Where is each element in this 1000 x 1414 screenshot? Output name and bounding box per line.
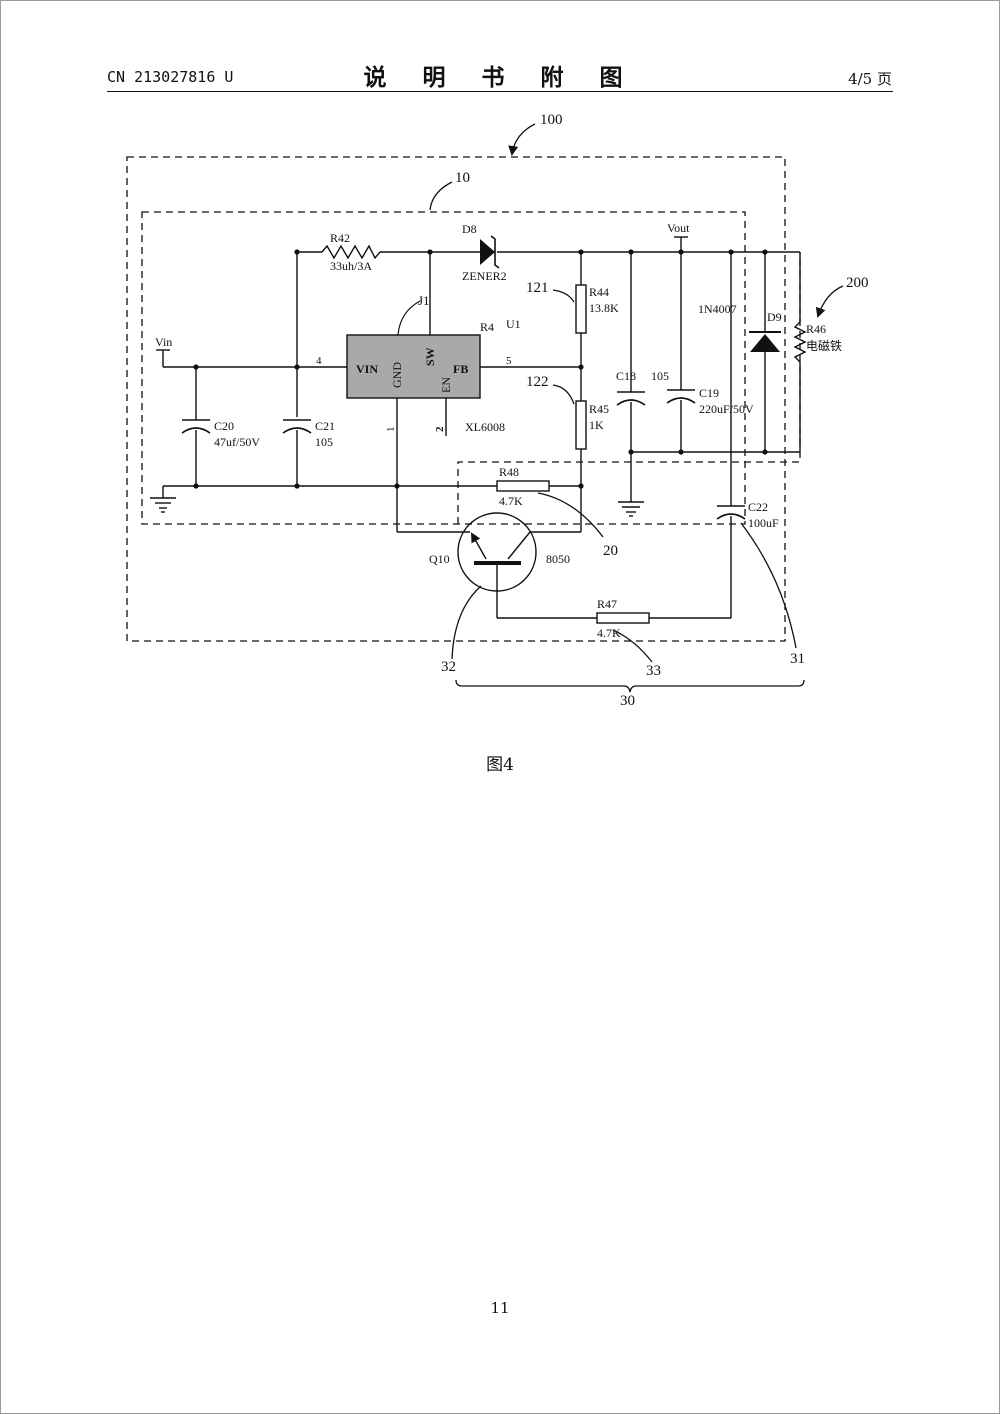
- ref-label-10: 10: [455, 170, 470, 186]
- circuit-schematic: R42 33uh/3A D8 ZENER2 Vout Vin VIN FB GN…: [126, 112, 869, 709]
- capacitor-c20: [181, 419, 211, 434]
- junction-dots: [193, 249, 768, 489]
- d9-part: 1N4007: [698, 302, 737, 316]
- ref-label-200: 200: [846, 275, 869, 291]
- inductor-r42: [321, 244, 381, 260]
- page-number: 11: [490, 1299, 510, 1317]
- pin-4-label: 4: [316, 355, 322, 367]
- c20-value: 47uf/50V: [214, 435, 260, 449]
- capacitor-c19: [666, 389, 696, 404]
- module-100-boundary: [126, 156, 786, 642]
- ref-label-100: 100: [540, 112, 563, 128]
- d9-name: D9: [767, 310, 782, 324]
- ref-label-32: 32: [441, 659, 456, 675]
- c19-name: C19: [699, 386, 719, 400]
- pin-gnd-label: GND: [390, 362, 404, 388]
- figure-caption: 图4: [486, 755, 514, 775]
- r45-value: 1K: [589, 418, 604, 432]
- u1-link-label: J1: [418, 293, 430, 308]
- resistor-r45: [575, 400, 587, 450]
- ref-label-122: 122: [526, 374, 549, 390]
- ground-symbol-output: [618, 501, 644, 517]
- page-header-title: 说 明 书 附 图: [363, 65, 637, 91]
- wires: [162, 237, 801, 619]
- r42-value: 33uh/3A: [330, 259, 372, 273]
- u1-ref: R4: [480, 320, 494, 334]
- r46-value: 电磁铁: [806, 338, 842, 353]
- u1-part: XL6008: [465, 420, 505, 434]
- r44-value: 13.8K: [589, 301, 619, 315]
- r45-name: R45: [589, 402, 609, 416]
- capacitor-c18: [616, 391, 646, 406]
- coil-r46: [793, 321, 807, 363]
- module-20-boundary: [457, 252, 801, 524]
- zener-diode-d8: [480, 235, 500, 269]
- d8-value: ZENER2: [462, 269, 507, 283]
- capacitor-c21: [282, 419, 312, 434]
- c22-value: 100uF: [748, 516, 779, 530]
- reference-leaders: [429, 123, 844, 663]
- r48-name: R48: [499, 465, 519, 479]
- header-rule: [107, 91, 893, 92]
- c20-name: C20: [214, 419, 234, 433]
- ref-label-33: 33: [646, 663, 661, 679]
- ref-label-30: 30: [620, 693, 635, 709]
- r47-value: 4.7K: [597, 626, 621, 640]
- r47-name: R47: [597, 597, 617, 611]
- r44-name: R44: [589, 285, 609, 299]
- q10-name: Q10: [429, 552, 450, 566]
- diode-d9: [749, 331, 781, 352]
- r48-value: 4.7K: [499, 494, 523, 508]
- u1-link-leader: [397, 300, 421, 336]
- c22-name: C22: [748, 500, 768, 514]
- resistor-r47: [596, 612, 650, 624]
- module-10-boundary: [141, 211, 746, 525]
- resistor-r48: [496, 480, 550, 492]
- d8-name: D8: [462, 222, 477, 236]
- pin-5-label: 5: [506, 355, 512, 367]
- c18-value: 105: [651, 369, 669, 383]
- pin-1-label: 1: [385, 427, 397, 433]
- pin-en-label: EN: [439, 377, 453, 393]
- ref-label-31: 31: [790, 651, 805, 667]
- vout-label: Vout: [667, 221, 690, 235]
- pin-vin-label: VIN: [356, 362, 378, 376]
- ic-u1-xl6008: [346, 334, 481, 399]
- pin-2-label: 2: [434, 426, 446, 432]
- r46-name: R46: [806, 322, 826, 336]
- resistor-r44: [575, 284, 587, 334]
- c21-value: 105: [315, 435, 333, 449]
- ref-label-20: 20: [603, 543, 618, 559]
- page-indicator: 4/5 页: [848, 70, 892, 88]
- capacitor-c22: [716, 505, 746, 520]
- pin-fb-label: FB: [453, 362, 468, 376]
- ref-label-121: 121: [526, 280, 549, 296]
- u1-name: U1: [506, 317, 521, 331]
- pin-sw-label: SW: [423, 347, 437, 366]
- r42-name: R42: [330, 231, 350, 245]
- c18-name: C18: [616, 369, 636, 383]
- c19-value: 220uF/50V: [699, 402, 754, 416]
- ground-symbol-input: [150, 497, 176, 513]
- patent-number: CN 213027816 U: [107, 68, 234, 86]
- c21-name: C21: [315, 419, 335, 433]
- transistor-q10: [457, 512, 537, 592]
- vin-label: Vin: [155, 335, 172, 349]
- brace-30: [455, 679, 805, 693]
- q10-part: 8050: [546, 552, 570, 566]
